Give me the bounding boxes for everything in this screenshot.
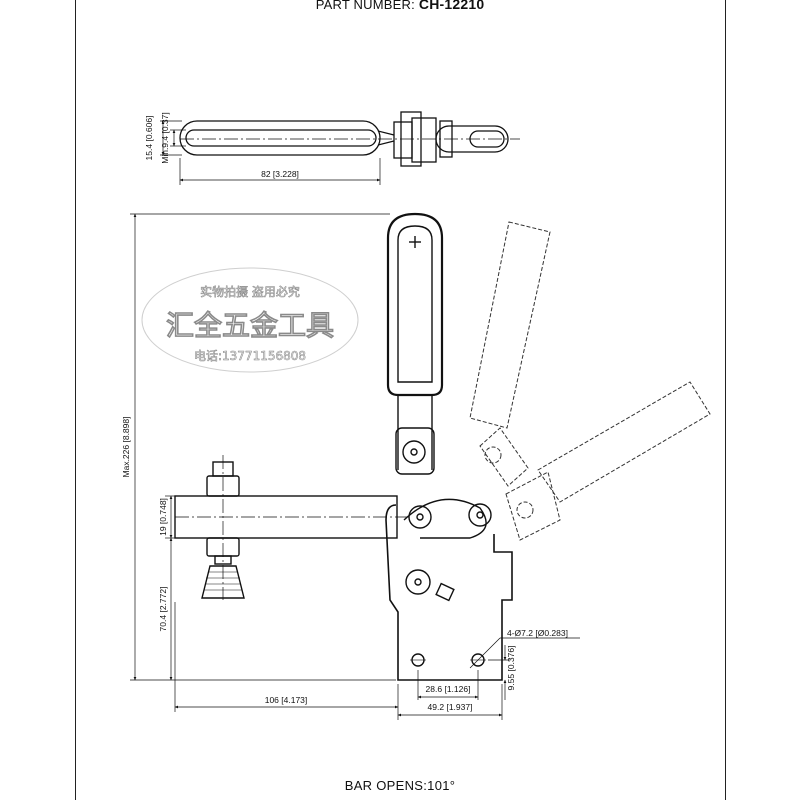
watermark-line2: 汇全五金工具 (166, 309, 334, 342)
top-view (179, 111, 520, 167)
link-pivot-pin (476, 511, 484, 519)
part-number-label: PART NUMBER: (315, 0, 415, 12)
label-reach: 106 [4.173] (265, 695, 308, 705)
rubber-tip-hatch (204, 571, 242, 591)
side-view (174, 212, 711, 681)
base-pivot (405, 569, 431, 595)
handle-grip-inner (397, 225, 433, 383)
label-hole-edge: 9.55 [0.376] (506, 646, 516, 691)
label-bar-thickness: 19 [0.748] (158, 498, 168, 536)
phantom-link-angled (505, 471, 561, 541)
link-arm (403, 498, 487, 539)
top-block-left (393, 121, 413, 159)
open-position-phantom (469, 221, 711, 541)
phantom-handle-vertical (469, 221, 551, 429)
part-number-heading: PART NUMBER:CH-12210 (300, 0, 500, 12)
top-block-center (411, 117, 437, 163)
label-base-width: 49.2 [1.937] (428, 702, 473, 712)
phantom-pivot-b (516, 501, 534, 519)
handle-pivot (402, 440, 426, 464)
handle-grip (386, 212, 444, 397)
phantom-handle-angled (537, 381, 711, 503)
base-pivot-pin (414, 578, 422, 586)
handle-arm (397, 395, 433, 470)
bar-pivot-pin (416, 513, 424, 521)
stop-screw (435, 582, 455, 602)
frame-left-border (75, 0, 76, 800)
phantom-pivot-a (484, 446, 502, 464)
bar-opens-note: BAR OPENS:101° (344, 778, 456, 793)
label-top-length: 82 [3.228] (261, 169, 299, 179)
label-top-height-outer: 15.4 [0.606] (144, 116, 154, 161)
label-base-height: 70.4 [2.772] (158, 587, 168, 632)
watermark: 实物拍摄 盗用必究 汇全五金工具 电话:13771156808 (141, 267, 359, 373)
label-top-height-inner: Min.9.4 [0.37] (160, 112, 170, 164)
spindle-rubber-tip (201, 565, 245, 599)
hole-leader (469, 637, 501, 669)
phantom-link-vertical (479, 427, 529, 487)
dimension-lines (130, 120, 580, 720)
dimension-labels: 15.4 [0.606] Min.9.4 [0.37] 82 [3.228] M… (121, 112, 568, 712)
frame-right-border (725, 0, 726, 800)
spindle-thread (214, 555, 232, 565)
top-handle-inner (185, 129, 377, 147)
handle-pivot-pin (410, 448, 418, 456)
part-number-value: CH-12210 (418, 0, 485, 12)
clamp-base-body (385, 504, 513, 681)
watermark-oval (141, 267, 359, 373)
label-hole-spec: 4-Ø7.2 [Ø0.283] (507, 628, 568, 638)
watermark-line3: 电话:13771156808 (194, 349, 306, 363)
label-max-height: Max.226 [8.898] (121, 417, 131, 478)
link-pivot (468, 503, 492, 527)
label-hole-spacing: 28.6 [1.126] (426, 684, 471, 694)
top-handle-neck (377, 130, 395, 146)
bar-pivot (408, 505, 432, 529)
watermark-line1: 实物拍摄 盗用必究 (200, 284, 300, 299)
handle-pivot-block (395, 427, 435, 475)
top-handle-outer (179, 120, 381, 156)
